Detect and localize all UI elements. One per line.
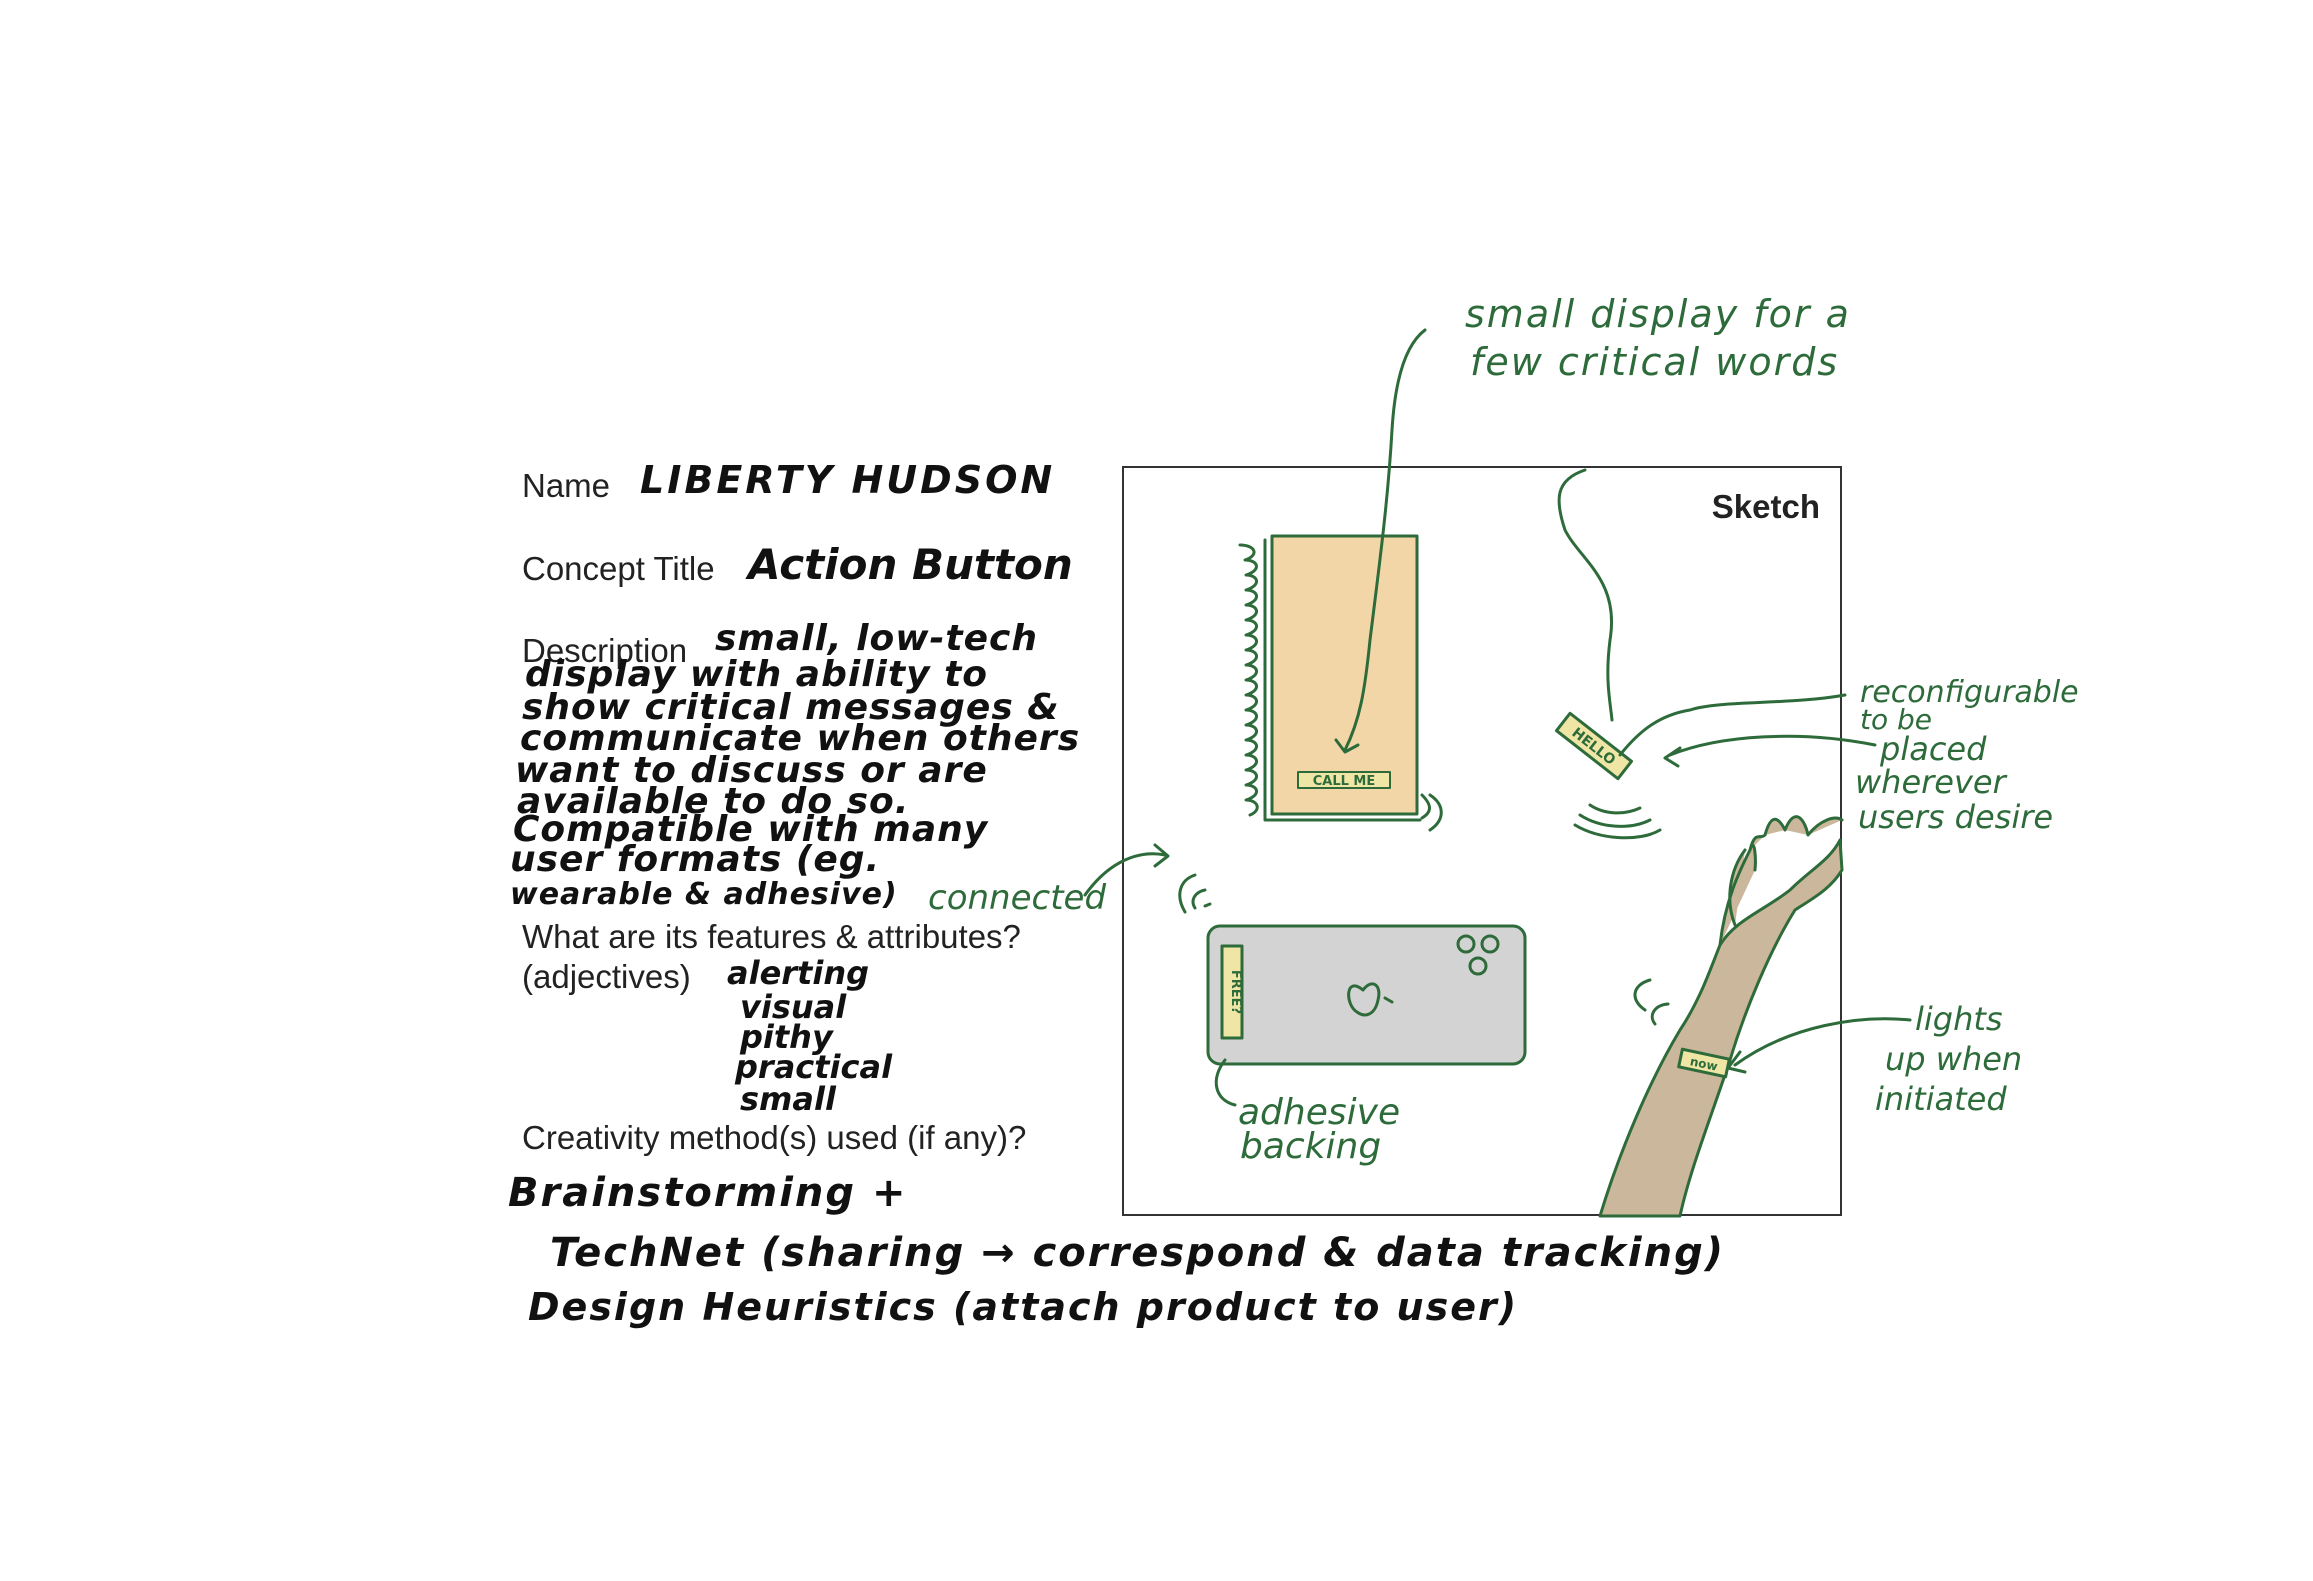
method-line: TechNet (sharing → correspond & data tra…	[550, 1230, 1726, 1276]
annotation-adhesive-line: backing	[1240, 1126, 1382, 1167]
description-line: user formats (eg.	[510, 839, 881, 880]
annotation-lights-line: initiated	[1875, 1080, 2007, 1118]
adjectives-label: (adjectives)	[522, 958, 691, 995]
annotation-reconfigurable-line: wherever	[1855, 763, 2006, 801]
description-line: Compatible with many	[513, 809, 989, 850]
annotation-display-line: few critical words	[1470, 340, 1840, 384]
description-line: communicate when others	[520, 718, 1081, 759]
adjective-item: alerting	[727, 954, 869, 992]
name-value: LIBERTY HUDSON	[640, 458, 1056, 502]
adjective-item: visual	[740, 988, 847, 1026]
name-label: Name	[522, 467, 611, 504]
method-line: Brainstorming +	[508, 1170, 908, 1216]
annotation-connected: connected	[928, 878, 1107, 918]
description-line: want to discuss or are	[515, 750, 988, 791]
annotation-reconfigurable-line: users desire	[1858, 798, 2054, 836]
method-line: Design Heuristics (attach product to use…	[528, 1285, 1519, 1329]
annotation-lights-line: lights	[1915, 1000, 2003, 1038]
adjective-item: small	[740, 1080, 836, 1118]
annotation-display-line: small display for a	[1465, 292, 1851, 336]
creativity-method-label: Creativity method(s) used (if any)?	[522, 1119, 1027, 1156]
description-line: available to do so.	[517, 781, 910, 822]
annotation-reconfigurable-line: to be	[1860, 703, 1933, 736]
adjective-item: pithy	[740, 1018, 833, 1056]
features-label: What are its features & attributes?	[522, 918, 1021, 955]
notebook-tag-text: CALL ME	[1313, 774, 1376, 789]
description-label: Description	[522, 632, 688, 669]
description-line: wearable & adhesive)	[510, 877, 898, 912]
phone-tag-text: FREE?	[1228, 970, 1243, 1014]
description-line: show critical messages &	[522, 687, 1060, 728]
annotation-reconfigurable-line: reconfigurable	[1860, 675, 2079, 710]
hello-tag-drawing	[1554, 468, 1662, 840]
wrist-tag-text: now	[1689, 1054, 1719, 1073]
sketch-title: Sketch	[1711, 488, 1820, 525]
adjective-item: practical	[735, 1048, 893, 1086]
annotation-lights-line: up when	[1885, 1040, 2023, 1078]
description-line: small, low-tech	[715, 618, 1038, 659]
description-line: display with ability to	[525, 654, 989, 695]
arm-drawing	[1598, 815, 1844, 1218]
concept-title-label: Concept Title	[522, 550, 715, 587]
annotation-reconfigurable-line: placed	[1880, 730, 1987, 768]
phone-drawing	[1178, 873, 1527, 1107]
annotation-adhesive-line: adhesive	[1238, 1092, 1401, 1133]
concept-title-value: Action Button	[748, 540, 1073, 589]
notebook-drawing	[1238, 534, 1443, 832]
